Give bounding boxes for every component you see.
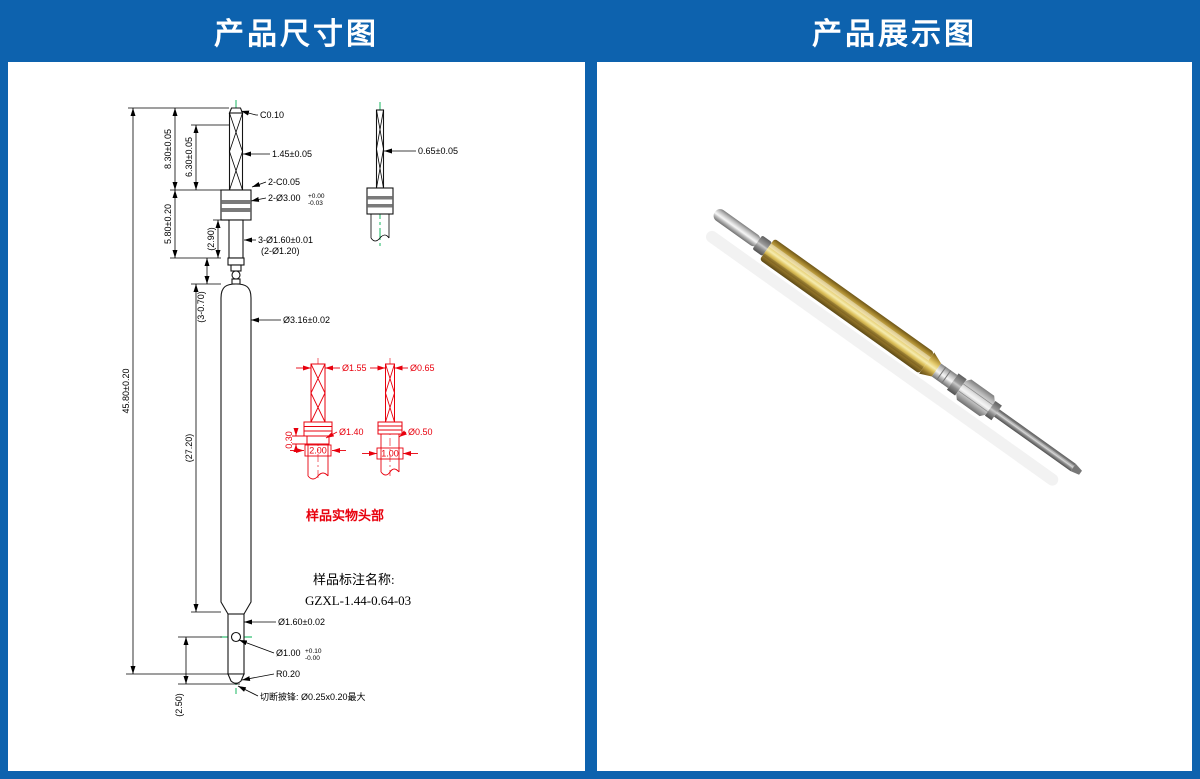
barrel-shade [762, 253, 924, 370]
rod-highlight [996, 411, 1075, 468]
tail [227, 613, 245, 675]
needle [375, 109, 385, 189]
dim-cut-note-label: 切断披锋: Ø0.25x0.20最大 [260, 691, 366, 702]
dim-2720-label: (27.20) [184, 434, 194, 463]
crown-head [228, 112, 244, 191]
leader-c010 [240, 110, 258, 116]
dim-dia120-label: (2-Ø1.20) [261, 246, 300, 256]
spacer-ring [946, 373, 967, 396]
dim-2c005-label: 2-C0.05 [268, 177, 300, 187]
tail-rod [994, 409, 1076, 472]
red-detail-caption: 样品实物头部 [306, 508, 384, 523]
probe-side-view [366, 102, 394, 248]
leader-dia300 [250, 196, 267, 202]
red-dim-dia155-label: Ø1.55 [342, 363, 367, 373]
dimension-drawing: C0.10 1.45±0.05 2-C0.05 2-Ø3.00 +0.00 -0… [121, 100, 458, 717]
pin-shadow [705, 230, 1059, 486]
collar [220, 189, 252, 221]
dim-r020-label: R0.20 [276, 669, 300, 679]
barrel-highlight [768, 243, 931, 361]
neck [228, 219, 244, 259]
hex-nut-facets [958, 383, 993, 413]
side-collar [366, 187, 394, 215]
leader-dia100 [238, 639, 275, 654]
hex-nut [956, 379, 995, 417]
tip-chamfer [228, 107, 244, 114]
extension-lines [126, 107, 240, 685]
leader-r020 [241, 673, 275, 681]
plunger-ball [231, 270, 241, 280]
dim-dia316-label: Ø3.16±0.02 [283, 315, 330, 325]
plunger-step-3 [231, 278, 241, 285]
pogo-pin-product [705, 209, 1082, 486]
dim-dia300-tol-lower: -0.03 [308, 200, 323, 207]
right-panel-title: 产品展示图 [812, 18, 977, 51]
plunger-tip [713, 209, 761, 247]
side-collar-groove-2 [367, 204, 393, 208]
collar-groove-1 [221, 200, 251, 204]
gold-barrel [760, 239, 934, 373]
barrel-taper [919, 352, 942, 377]
dim-dia065-label: 0.65±0.05 [418, 146, 458, 156]
crown-hatch [229, 112, 243, 191]
dim-4580-label: 45.80±0.20 [121, 369, 131, 414]
red-dim-dia140-label: Ø1.40 [339, 427, 364, 437]
red-dim-200-label: 2.00 [309, 446, 327, 456]
red-dim-030-label: 0.30 [284, 431, 294, 449]
silver-neck [931, 363, 958, 389]
red-dim-dia065-label: Ø0.65 [410, 363, 435, 373]
sample-model-number: GZXL-1.44-0.64-03 [305, 593, 411, 608]
red-head-detail-1 [290, 358, 346, 480]
dimension-drawing-panel: C0.10 1.45±0.05 2-C0.05 2-Ø3.00 +0.00 -0… [8, 62, 585, 771]
red-dim-100-label: 1.00 [381, 449, 399, 459]
dim-dia160b-label: Ø1.60±0.02 [278, 617, 325, 627]
dim-dia300-label: 2-Ø3.00 [268, 193, 301, 203]
dim-145-label: 1.45±0.05 [272, 149, 312, 159]
product-photo-panel [597, 62, 1192, 771]
dim-830-label: 8.30±0.05 [163, 129, 173, 169]
plunger-step-1 [227, 257, 245, 266]
sample-label-title: 样品标注名称: [313, 572, 395, 587]
tail-hole [230, 631, 242, 643]
leader-2c005 [251, 181, 267, 188]
leader-cut [237, 685, 259, 697]
probe-main-view [220, 100, 252, 694]
red-dim-dia050-label: Ø0.50 [408, 427, 433, 437]
dimension-graphics [126, 107, 416, 697]
retaining-ring [753, 236, 772, 256]
plunger-step-2 [230, 264, 242, 272]
dim-580-label: 5.80±0.20 [163, 204, 173, 244]
rod-tip [1070, 463, 1082, 475]
dim-250-label: (2.50) [174, 693, 184, 717]
barrel-body [220, 283, 252, 615]
left-panel-title: 产品尺寸图 [214, 18, 379, 51]
tail-tip [227, 673, 245, 684]
side-tube-break [370, 214, 390, 242]
side-collar-groove-1 [367, 196, 393, 200]
washer [984, 400, 1002, 421]
dim-dia100-tol-upper: +0.10 [305, 648, 322, 655]
dim-3-070-label: (3-0.70) [196, 291, 206, 323]
dim-c010-label: C0.10 [260, 110, 284, 120]
neck-grooves [936, 366, 952, 384]
dim-dia160x3-label: 3-Ø1.60±0.01 [258, 235, 313, 245]
dim-290-label: (2.90) [206, 227, 216, 251]
dim-630-label: 6.30±0.05 [184, 137, 194, 177]
dim-dia100-tol-lower: -0.00 [305, 655, 320, 662]
collar-groove-2 [221, 208, 251, 212]
dim-dia300-tol-upper: +0.00 [308, 193, 325, 200]
needle-hatch [376, 109, 384, 189]
product-photo [705, 209, 1082, 486]
dim-dia100-label: Ø1.00 [276, 648, 301, 658]
red-head-detail-2 [362, 358, 418, 476]
